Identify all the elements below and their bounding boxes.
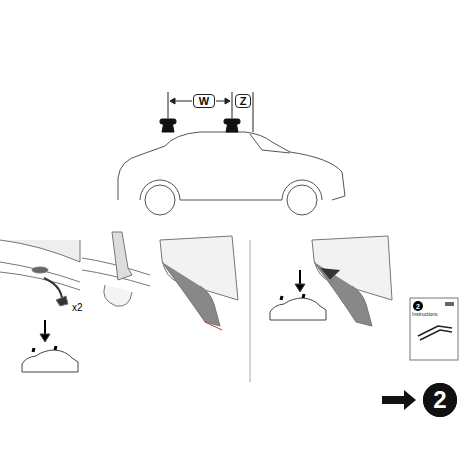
dimension-lines — [168, 92, 253, 132]
node-text: 2 — [433, 386, 446, 414]
quantity-label: x2 — [72, 302, 83, 313]
step-number: 2 — [423, 383, 457, 417]
dimension-box: Z — [235, 94, 251, 108]
booklet-icon — [410, 298, 458, 360]
booklet-step-number: 2 — [416, 303, 420, 310]
step-sketch-1 — [0, 232, 238, 330]
booklet-title: Instructions — [412, 311, 438, 317]
car-sills — [140, 180, 322, 200]
step-sketch-2 — [312, 236, 392, 326]
divider — [250, 240, 251, 382]
step-circle-bg — [423, 383, 457, 417]
roof-feet — [160, 119, 240, 132]
dimension-box: W — [193, 94, 214, 108]
car-icon — [22, 270, 326, 372]
wheel — [145, 185, 175, 215]
node-text: Z — [240, 95, 247, 107]
node-text: W — [199, 95, 209, 107]
pointer-arrow — [382, 390, 416, 410]
car-body — [118, 132, 345, 200]
wheel — [287, 185, 317, 215]
windshield — [250, 134, 290, 153]
